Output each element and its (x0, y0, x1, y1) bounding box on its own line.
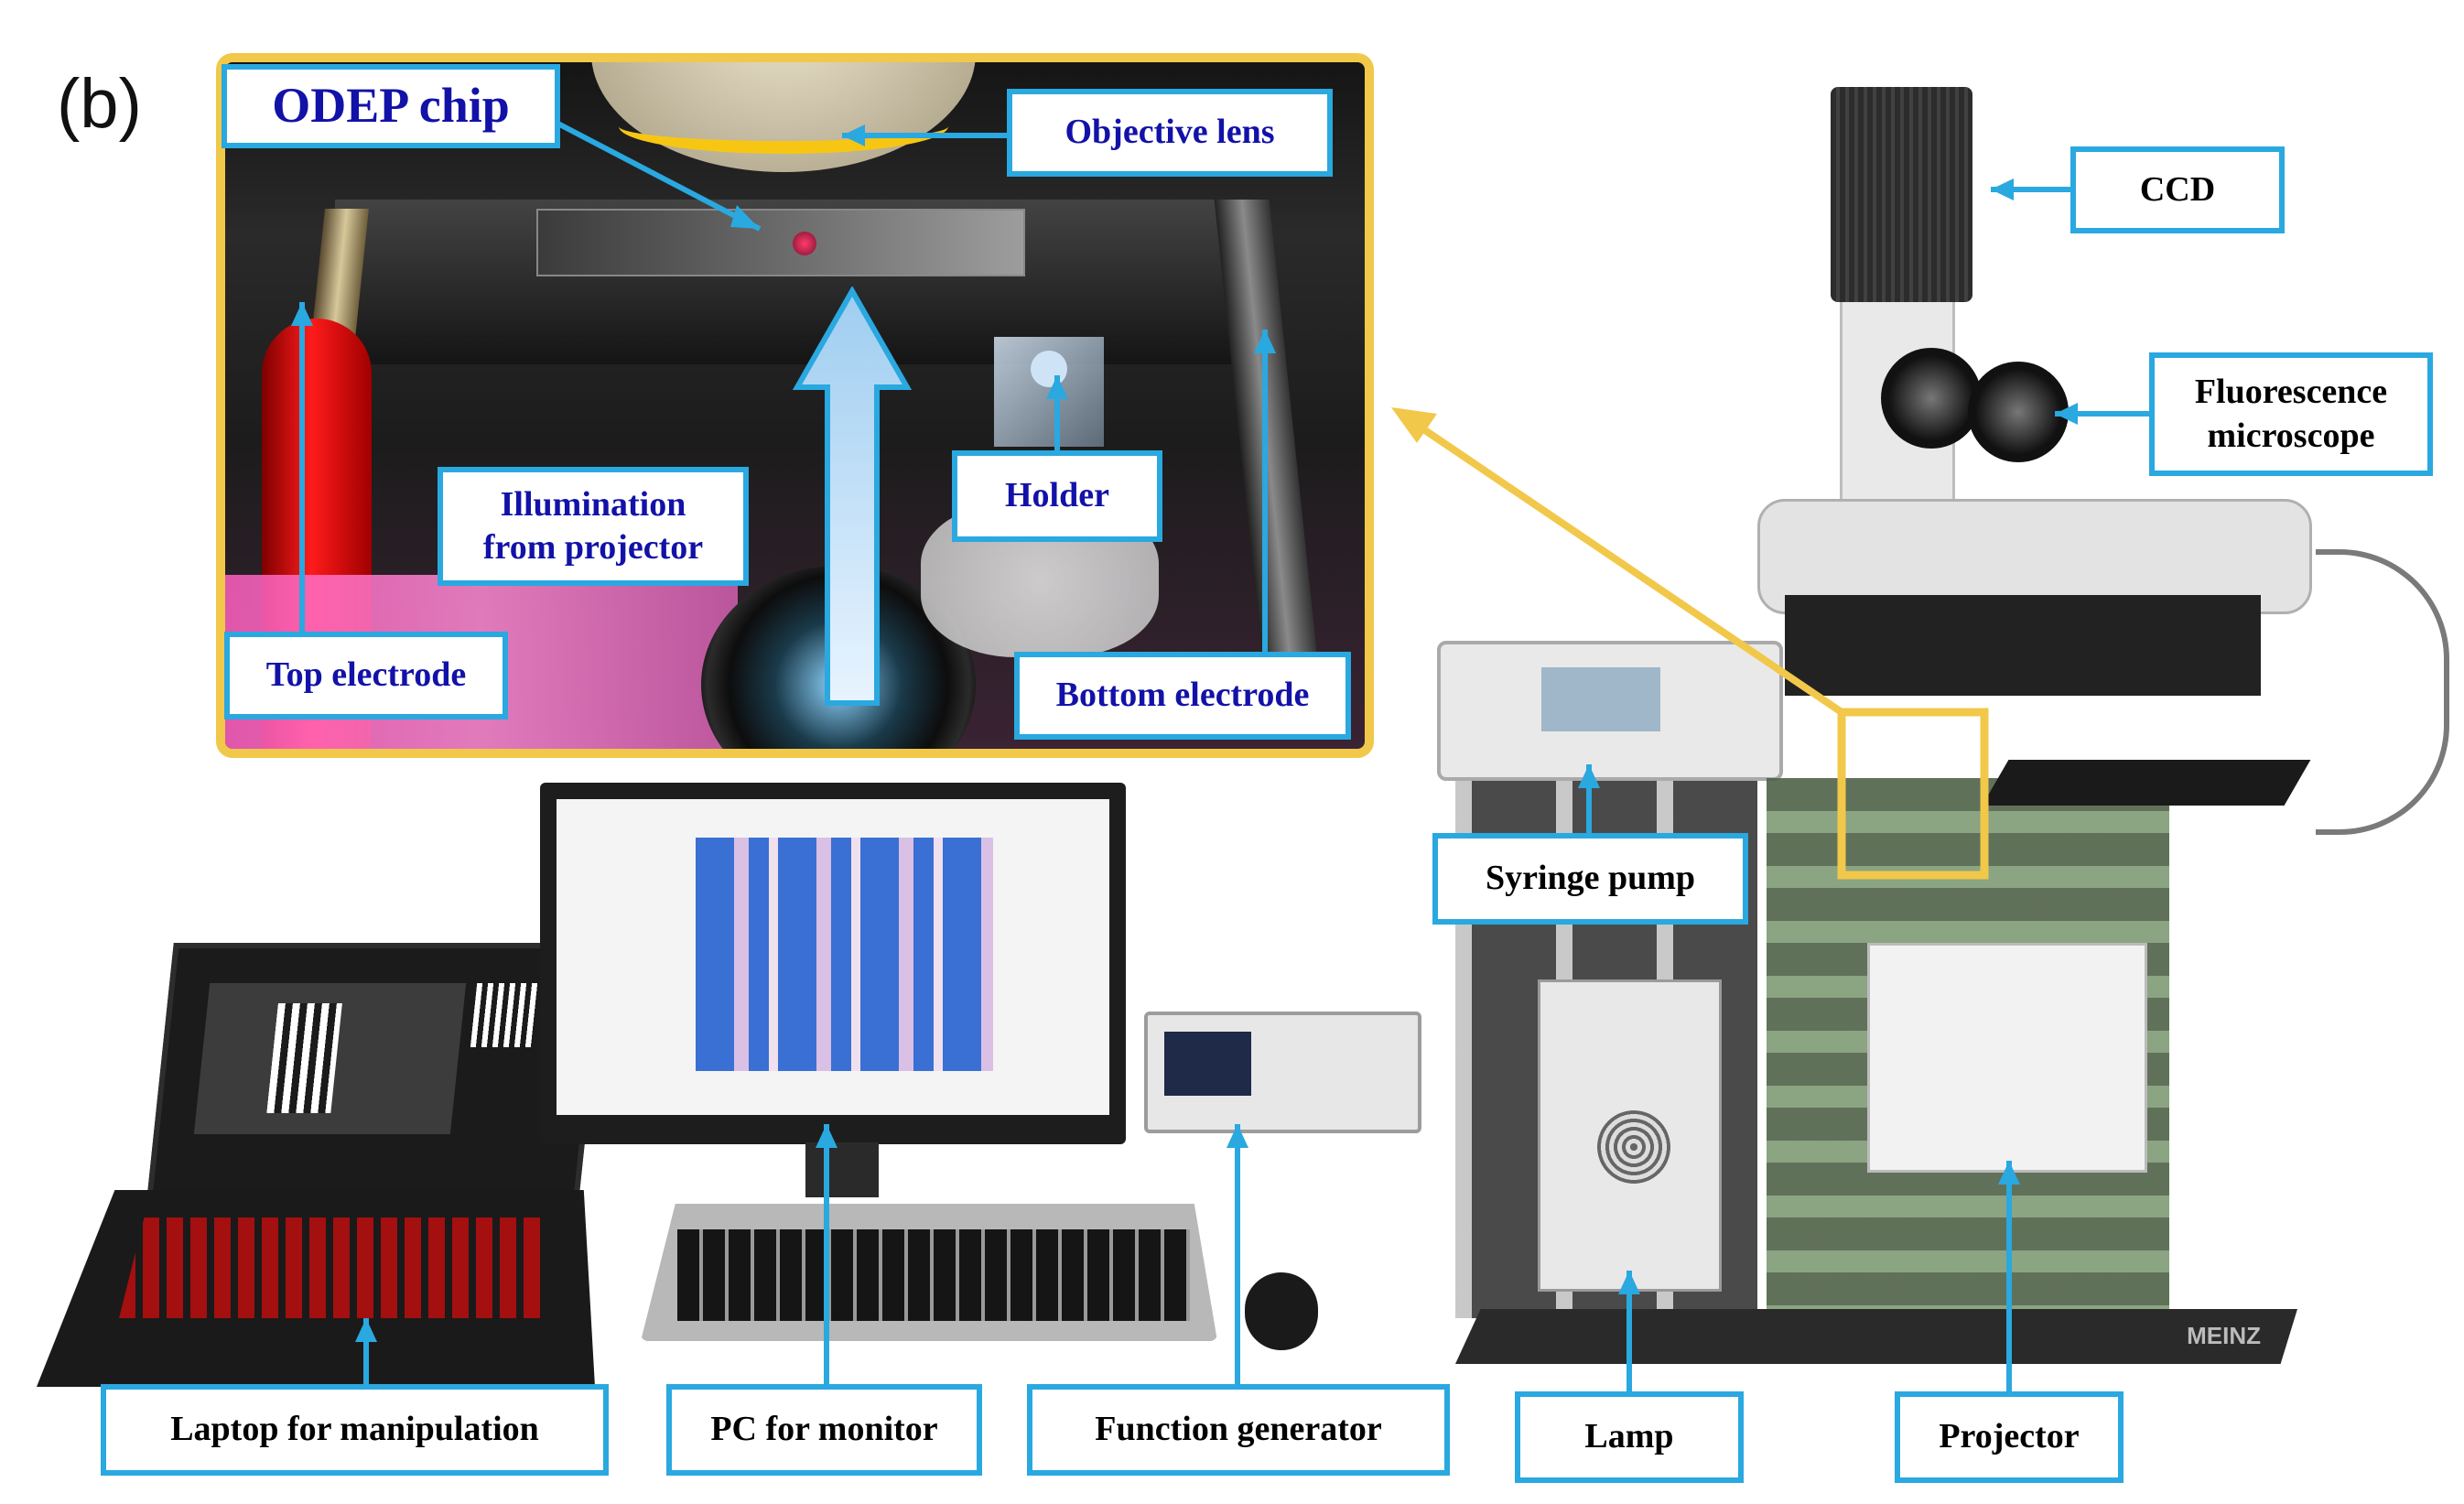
laptop-keyboard (119, 1217, 540, 1318)
label-illumination: Illumination from projector (438, 467, 749, 586)
label-top-electrode: Top electrode (224, 632, 508, 720)
label-illumination-line2: from projector (482, 528, 704, 567)
monitor-stand (805, 1142, 879, 1197)
monitor-image (696, 838, 993, 1071)
label-ccd: CCD (2070, 146, 2285, 233)
panel-letter: (b) (57, 65, 142, 143)
pc-monitor (540, 783, 1126, 1144)
label-fluorescence-microscope: Fluorescence microscope (2149, 352, 2433, 476)
optical-table: MEINZ (1455, 1309, 2297, 1364)
label-laptop: Laptop for manipulation (101, 1384, 609, 1476)
pc-keyboard (641, 1204, 1217, 1341)
function-generator-device (1144, 1012, 1421, 1133)
projector-device (1867, 943, 2147, 1173)
mouse (1245, 1272, 1318, 1350)
eyepiece-right (1968, 362, 2069, 462)
bottom-electrode-shape (1214, 200, 1324, 712)
stage-platform (1982, 760, 2311, 806)
lamp-device (1538, 979, 1722, 1292)
odep-chip-shape (536, 209, 1025, 276)
label-pc-monitor: PC for monitor (666, 1384, 982, 1476)
label-fluorescence-line1: Fluorescence (2194, 373, 2388, 411)
label-objective-lens: Objective lens (1007, 89, 1333, 177)
ccd-camera (1831, 87, 1972, 302)
cable (2316, 549, 2449, 835)
syringe-pump-device (1437, 641, 1783, 781)
label-holder: Holder (952, 450, 1162, 542)
illumination-arrow-icon (793, 287, 912, 706)
label-projector: Projector (1895, 1391, 2124, 1483)
brand-label: MEINZ (2187, 1322, 2261, 1349)
eyepiece-left (1881, 348, 1982, 449)
label-lamp: Lamp (1515, 1391, 1744, 1483)
label-bottom-electrode: Bottom electrode (1014, 652, 1351, 740)
label-odep-chip: ODEP chip (222, 64, 560, 148)
label-function-generator: Function generator (1027, 1384, 1450, 1476)
fan-icon (1597, 1110, 1670, 1184)
label-syringe-pump: Syringe pump (1432, 833, 1748, 925)
label-illumination-line1: Illumination (500, 484, 686, 524)
microscope-stage (1785, 595, 2261, 696)
laptop-screen (146, 943, 606, 1201)
label-fluorescence-line2: microscope (2207, 416, 2375, 455)
